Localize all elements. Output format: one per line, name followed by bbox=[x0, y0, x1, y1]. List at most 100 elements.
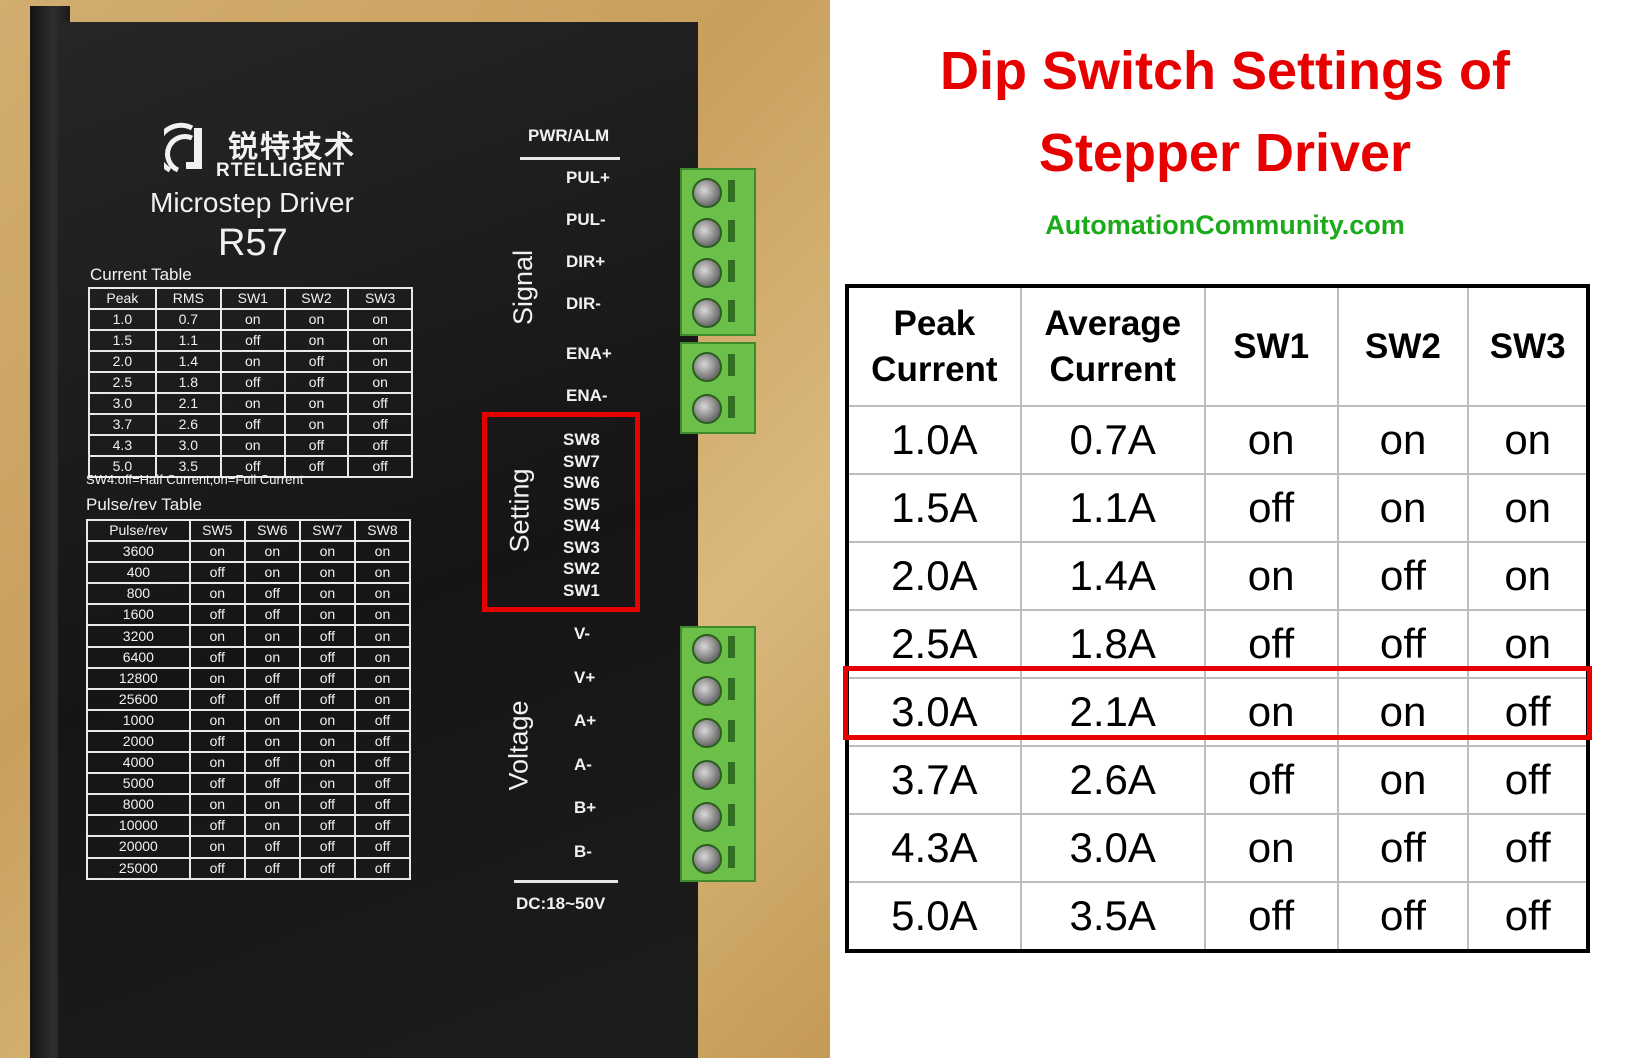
device-pulse-table-cell: off bbox=[298, 666, 356, 690]
signal-pin-label: DIR- bbox=[566, 294, 601, 313]
device-pulse-table-cell: 1000 bbox=[86, 708, 191, 732]
device-current-table-cell: off bbox=[219, 455, 286, 478]
device-pulse-table-cell: on bbox=[353, 687, 412, 711]
device-pulse-table-cell: on bbox=[298, 729, 356, 754]
device-pulse-table-cell: on bbox=[298, 603, 356, 627]
device-current-table-cell: on bbox=[219, 434, 286, 457]
device-current-table-cell: 3.7 bbox=[88, 413, 157, 436]
dip-switch-table-cell: 3.7A bbox=[846, 745, 1022, 815]
device-pulse-table-cell: off bbox=[353, 793, 412, 817]
device-current-table-cell: 3.0 bbox=[88, 392, 157, 415]
device-current-table-cell: 3.0 bbox=[154, 434, 222, 457]
device-current-table-header-cell: Peak bbox=[88, 287, 157, 310]
voltage-pin-label: B- bbox=[574, 841, 592, 861]
device-pulse-table-cell: on bbox=[188, 624, 246, 648]
dip-switch-table-cell: off bbox=[1467, 745, 1589, 815]
dip-switch-table-cell: 1.5A bbox=[846, 473, 1022, 543]
signal-pin-label: DIR+ bbox=[566, 252, 606, 271]
dip-switch-table-cell: 3.5A bbox=[1019, 881, 1206, 952]
dip-switch-table-cell: 0.7A bbox=[1019, 405, 1206, 475]
device-pulse-table-cell: on bbox=[298, 582, 356, 606]
device-pulse-table-cell: on bbox=[353, 561, 412, 585]
device-current-table-cell: on bbox=[219, 350, 286, 373]
device-pulse-table-cell: on bbox=[353, 666, 412, 690]
screw-icon bbox=[692, 394, 722, 424]
device-pulse-table-cell: off bbox=[188, 856, 246, 880]
screw-icon bbox=[692, 802, 722, 832]
device-pulse-table-cell: on bbox=[243, 540, 301, 564]
rtelligent-logo-icon bbox=[164, 122, 202, 173]
dip-switch-table-cell: on bbox=[1203, 813, 1339, 883]
device-pulse-table-cell: on bbox=[353, 582, 412, 606]
voltage-pin-label: B+ bbox=[574, 798, 597, 817]
device-pulse-table-cell: on bbox=[353, 624, 412, 648]
device-current-table-cell: 2.0 bbox=[88, 350, 157, 373]
screw-icon bbox=[692, 718, 722, 748]
dip-switch-table-cell: on bbox=[1336, 405, 1470, 475]
device-current-table-header-cell: SW3 bbox=[347, 287, 413, 310]
dip-switch-table-cell: 2.0A bbox=[846, 541, 1022, 611]
setting-switch-label: SW3 bbox=[563, 537, 600, 557]
setting-highlight-box bbox=[482, 412, 640, 612]
device-pulse-table-cell: off bbox=[188, 645, 246, 669]
dip-switch-table-header-cell: Average Current bbox=[1019, 285, 1206, 407]
device-pulse-table-cell: on bbox=[298, 540, 356, 564]
device-current-table-cell: 1.4 bbox=[154, 350, 222, 373]
screw-icon bbox=[692, 218, 722, 248]
device-current-table-cell: off bbox=[347, 392, 413, 415]
screw-icon bbox=[692, 676, 722, 706]
device-current-table-cell: off bbox=[283, 455, 350, 478]
device-current-table-cell: on bbox=[219, 392, 286, 415]
device-pulse-table-cell: off bbox=[298, 687, 356, 711]
device-current-table-cell: 2.6 bbox=[154, 413, 222, 436]
pwr-alm-rule bbox=[520, 157, 620, 160]
device-pulse-table-cell: 2000 bbox=[86, 729, 191, 754]
device-current-table-cell: off bbox=[283, 434, 350, 457]
heading-line-1: Dip Switch Settings of bbox=[939, 41, 1510, 101]
device-pulse-table-cell: off bbox=[243, 856, 301, 880]
dip-switch-table-header-cell: Peak Current bbox=[846, 285, 1022, 407]
dip-switch-table-cell: off bbox=[1203, 473, 1339, 543]
device-current-table-header-cell: SW2 bbox=[283, 287, 350, 310]
device-current-table-cell: off bbox=[347, 413, 413, 436]
device-current-table-cell: off bbox=[347, 455, 413, 478]
device-pulse-table-cell: on bbox=[298, 772, 356, 796]
device-pulse-table-cell: off bbox=[298, 624, 356, 648]
device-pulse-table-header-cell: SW5 bbox=[188, 518, 246, 543]
dc-range-label: DC:18~50V bbox=[516, 894, 606, 913]
voltage-pin-label: A- bbox=[574, 754, 592, 774]
device-pulse-table-cell: off bbox=[188, 814, 246, 838]
device-pulse-table-cell: on bbox=[298, 708, 356, 732]
sw4-note: SW4:off=Half Current;on=Full Current bbox=[86, 472, 304, 487]
device-pulse-table-cell: 4000 bbox=[86, 751, 191, 775]
dip-switch-table-header-cell: SW1 bbox=[1203, 285, 1339, 407]
device-pulse-table-cell: on bbox=[243, 708, 301, 732]
device-pulse-table-cell: off bbox=[243, 603, 301, 627]
device-current-table-cell: 1.8 bbox=[154, 371, 222, 394]
dip-switch-table-cell: on bbox=[1467, 473, 1589, 543]
current-table-title: Current Table bbox=[90, 265, 192, 284]
dip-switch-table-cell: on bbox=[1336, 473, 1470, 543]
device-pulse-table-cell: on bbox=[188, 582, 246, 606]
device-current-table-cell: 2.1 bbox=[154, 392, 222, 415]
device-current-table-cell: on bbox=[219, 308, 286, 331]
device-pulse-table-cell: 25000 bbox=[86, 856, 191, 880]
screw-icon bbox=[692, 760, 722, 790]
device-pulse-table-cell: 12800 bbox=[86, 666, 191, 690]
device-pulse-table-header-cell: SW7 bbox=[298, 518, 356, 543]
